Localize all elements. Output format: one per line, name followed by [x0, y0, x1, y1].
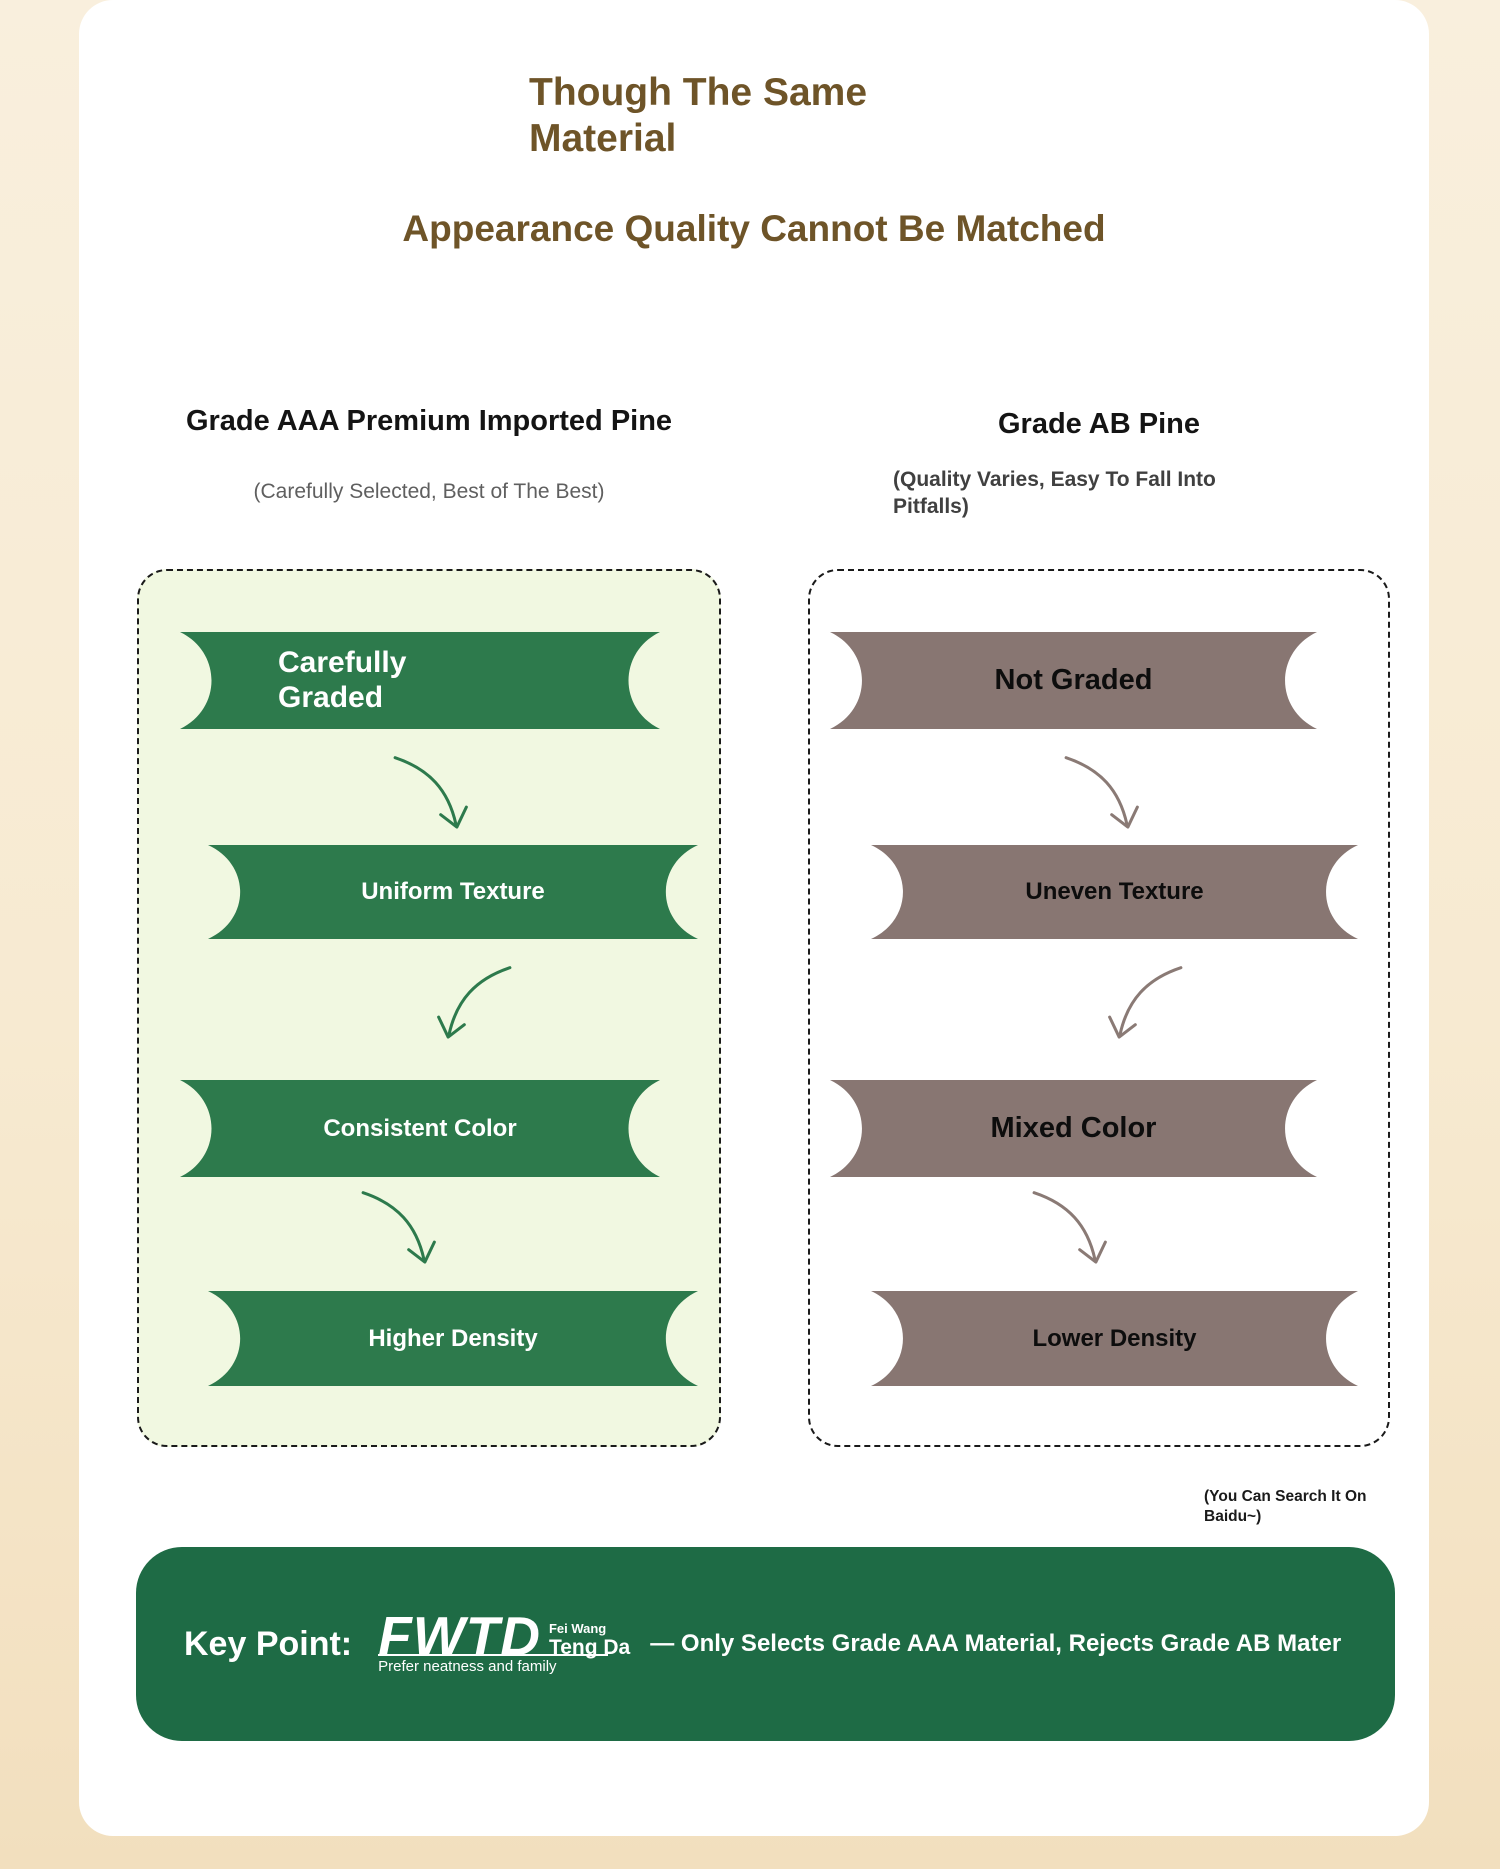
ribbon-carefully-graded: Carefully Graded: [180, 632, 660, 729]
curved-arrow-down-icon: [1024, 1187, 1124, 1282]
ribbon-uniform-texture: Uniform Texture: [208, 845, 698, 939]
ribbon-label: Mixed Color: [990, 1112, 1157, 1144]
brand-logo-side-text: Fei Wang Teng Da: [548, 1620, 631, 1660]
ribbon-label: Lower Density: [1032, 1324, 1197, 1352]
ribbon-banner-shape: [871, 845, 1358, 939]
ribbon-higher-density: Higher Density: [208, 1291, 698, 1386]
brand-logo-tagline: Prefer neatness and family: [378, 1654, 609, 1675]
brand-logo-wordmark: FWTD: [378, 1604, 541, 1667]
ribbon-banner-shape: [871, 1291, 1358, 1386]
key-point-statement: — Only Selects Grade AAA Material, Rejec…: [650, 1630, 1342, 1657]
ribbon-banner-shape: [830, 632, 1317, 729]
curved-arrow-down-icon: [353, 1187, 453, 1282]
left-column-heading: Grade AAA Premium Imported Pine: [185, 405, 673, 437]
ribbon-label: Higher Density: [368, 1324, 538, 1352]
ab-pine-panel: Not Graded Uneven Texture Mixed Color: [808, 569, 1390, 1447]
ribbon-banner-shape: [830, 1080, 1317, 1177]
ribbon-label: Uniform Texture: [361, 878, 545, 905]
brand-logo-teng-da: Teng Da: [548, 1636, 631, 1660]
main-title: Though The Same Material: [529, 71, 868, 161]
ribbon-banner-shape: [208, 845, 698, 939]
curved-arrow-down-icon: [1091, 962, 1191, 1057]
ribbon-not-graded: Not Graded: [830, 632, 1317, 729]
right-column-heading: Grade AB Pine: [998, 408, 1200, 440]
subtitle: Appearance Quality Cannot Be Matched: [402, 208, 1106, 249]
brand-logo-fei-wang: Fei Wang: [548, 1620, 607, 1636]
key-point-banner: Key Point: FWTD Fei Wang Teng Da Prefer …: [136, 1547, 1395, 1741]
ribbon-banner-shape: [180, 1080, 660, 1177]
ribbon-banner-shape: [208, 1291, 698, 1386]
ribbon-label: Uneven Texture: [1025, 878, 1204, 905]
right-column-subheading: (Quality Varies, Easy To Fall Into Pitfa…: [893, 468, 1216, 519]
content-card: Though The Same Material Appearance Qual…: [79, 0, 1429, 1836]
ribbon-consistent-color: Consistent Color: [180, 1080, 660, 1177]
ribbon-label: Consistent Color: [323, 1114, 517, 1142]
ribbon-mixed-color: Mixed Color: [830, 1080, 1317, 1177]
ribbon-label: Carefully Graded: [278, 646, 407, 714]
premium-pine-panel: Carefully Graded Uniform Texture Consist…: [137, 569, 721, 1447]
curved-arrow-down-icon: [385, 752, 485, 847]
brand-logo: FWTD Fei Wang Teng Da Prefer neatness an…: [378, 1604, 631, 1675]
brand-logo-row: FWTD Fei Wang Teng Da: [378, 1604, 631, 1667]
ribbon-banner-shape: [180, 632, 660, 729]
key-point-label: Key Point:: [184, 1624, 353, 1663]
ribbon-label: Not Graded: [994, 664, 1153, 696]
ribbon-uneven-texture: Uneven Texture: [871, 845, 1358, 939]
left-column-subheading: (Carefully Selected, Best of The Best): [253, 480, 605, 503]
ribbon-lower-density: Lower Density: [871, 1291, 1358, 1386]
baidu-search-note: (You Can Search It On Baidu~): [1204, 1488, 1367, 1526]
curved-arrow-down-icon: [420, 962, 520, 1057]
curved-arrow-down-icon: [1056, 752, 1156, 847]
